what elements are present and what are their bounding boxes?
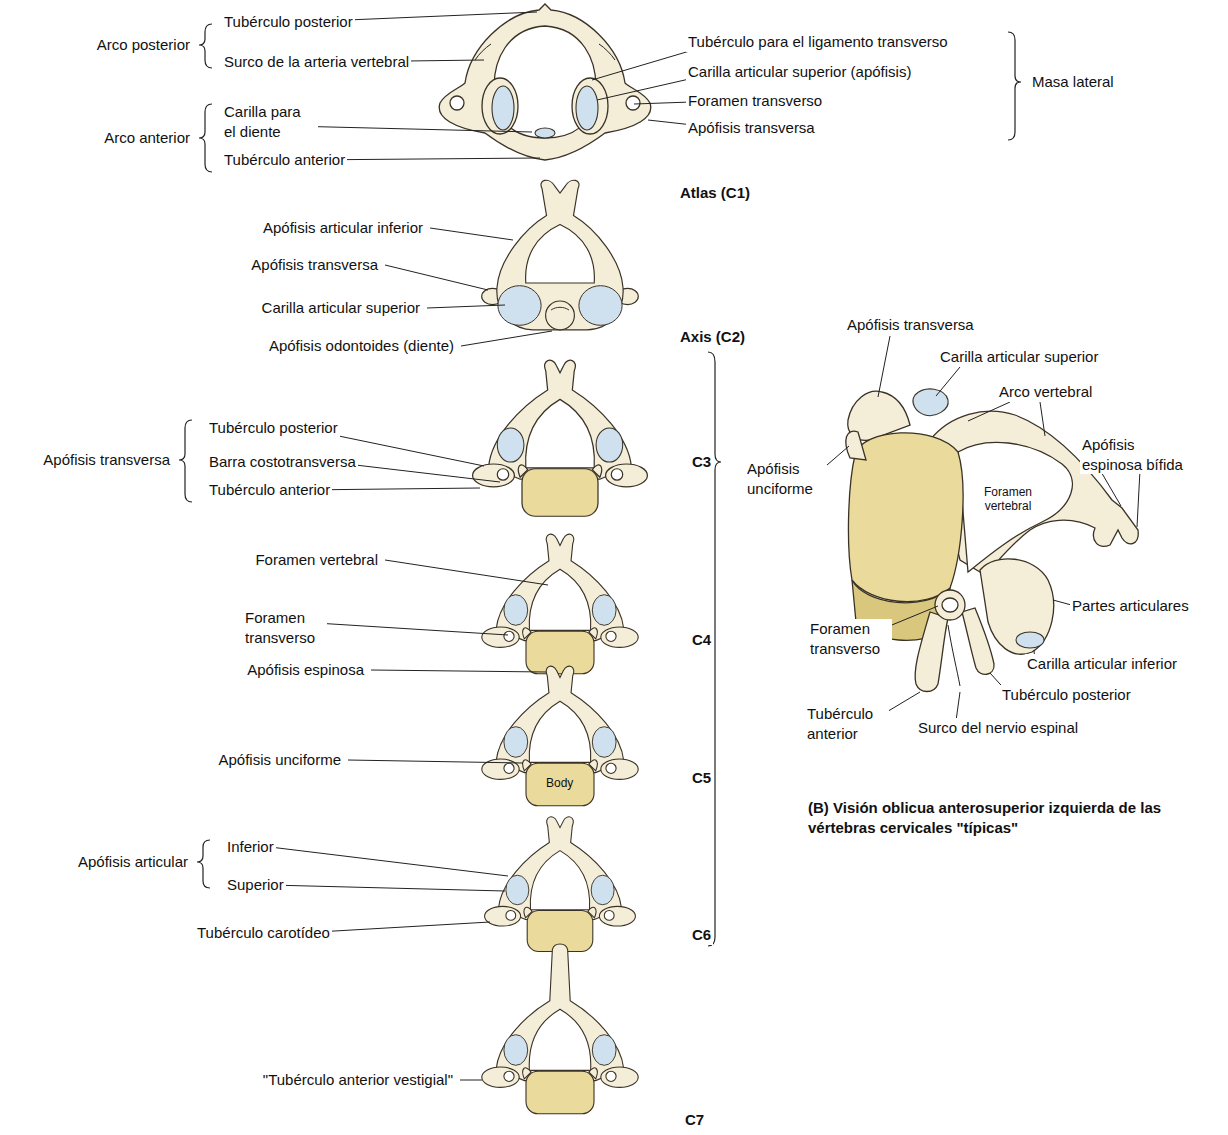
part-label: Barra costotransversa — [207, 452, 358, 472]
part-label: Carilla articular superior — [938, 347, 1100, 367]
part-label: Partes articulares — [1070, 596, 1191, 616]
part-label: Tubérculo posterior — [207, 418, 340, 438]
vertebra-label: Atlas (C1) — [678, 183, 752, 203]
part-label: Tubérculo posterior — [1000, 685, 1133, 705]
part-label: Tubérculo anterior — [207, 480, 332, 500]
vertebra-label: C7 — [683, 1110, 706, 1130]
part-label: Surco del nervio espinal — [916, 718, 1080, 738]
leader-line — [270, 12, 1140, 1080]
part-label: Apófisis transversa — [41, 450, 172, 470]
part-label: Apófisis unciforme — [745, 459, 827, 498]
part-label: Apófisis articular — [76, 852, 190, 872]
part-label: Tubérculo para el ligamento transverso — [686, 32, 950, 52]
part-label: Body — [544, 777, 575, 791]
part-label: Tubérculo anterior — [805, 704, 889, 743]
part-label: Arco posterior — [95, 35, 192, 55]
vertebra-label: C3 — [690, 452, 713, 472]
part-label: Surco de la arteria vertebral — [222, 52, 411, 72]
vertebra-label: Axis (C2) — [678, 327, 747, 347]
part-label: Apófisis espinosa — [245, 660, 366, 680]
vertebra-label: C4 — [690, 630, 713, 650]
part-label: Foramen transverso — [686, 91, 824, 111]
part-label: Arco vertebral — [997, 382, 1094, 402]
part-label: Arco anterior — [102, 128, 192, 148]
part-label: Foramen vertebral — [975, 486, 1041, 514]
figure-caption: (B) Visión oblicua anterosuperior izquie… — [808, 798, 1213, 839]
vertebra-label: C5 — [690, 768, 713, 788]
part-label: Foramen transverso — [808, 619, 892, 658]
part-label: Apófisis espinosa bífida — [1080, 435, 1192, 474]
part-label: Foramen vertebral — [253, 550, 380, 570]
part-label: "Tubérculo anterior vestigial" — [261, 1070, 455, 1090]
part-label: Apófisis odontoides (diente) — [267, 336, 456, 356]
part-label: Apófisis transversa — [686, 118, 817, 138]
part-label: Inferior — [225, 837, 276, 857]
part-label: Superior — [225, 875, 286, 895]
part-label: Carilla articular superior (apófisis) — [686, 62, 913, 82]
part-label: Carilla articular inferior — [1025, 654, 1179, 674]
part-label: Foramen transverso — [243, 608, 327, 647]
part-label: Tubérculo anterior — [222, 150, 347, 170]
part-label: Carilla articular superior — [260, 298, 422, 318]
vertebra-label: C6 — [690, 925, 713, 945]
part-label: Apófisis unciforme — [216, 750, 343, 770]
part-label: Tubérculo carotídeo — [195, 923, 332, 943]
part-label: Apófisis transversa — [249, 255, 380, 275]
part-label: Apófisis transversa — [845, 315, 976, 335]
part-label: Tubérculo posterior — [222, 12, 355, 32]
part-label: Masa lateral — [1030, 72, 1116, 92]
part-label: Carilla para el diente — [222, 102, 318, 141]
part-label: Apófisis articular inferior — [261, 218, 425, 238]
